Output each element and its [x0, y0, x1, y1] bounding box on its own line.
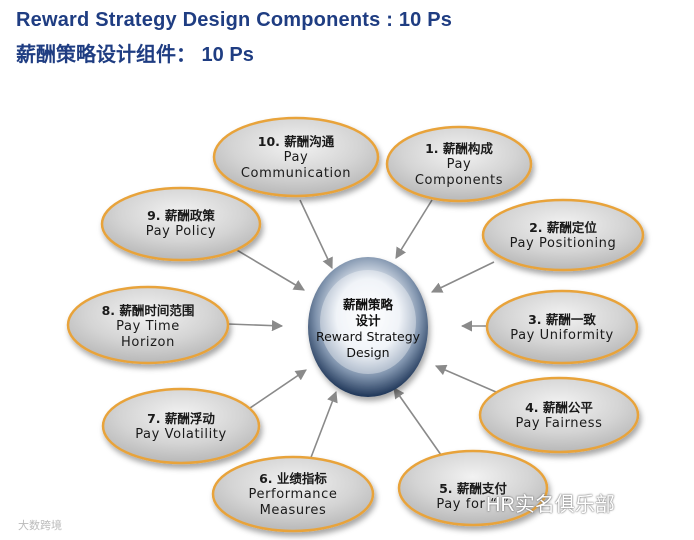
watermark-left: 大数跨境	[18, 520, 62, 532]
arrow-1	[395, 199, 433, 259]
node-10-cn: 10. 薪酬沟通	[257, 134, 335, 149]
center-cn2: 设计	[355, 313, 381, 328]
arrow-10	[299, 199, 333, 270]
node-7-en1: Pay Volatility	[135, 427, 227, 442]
node-5-cn: 5. 薪酬支付	[439, 481, 507, 496]
node-3-shape	[485, 289, 639, 365]
node-9-en1: Pay Policy	[145, 224, 217, 239]
node-3-cn: 3. 薪酬一致	[528, 312, 596, 327]
node-6-en2: Measures	[259, 503, 327, 518]
node-8-cn: 8. 薪酬时间范围	[101, 303, 195, 318]
node-7-label: 7. 薪酬浮动 Pay Volatility	[103, 411, 259, 443]
node-4-cn: 4. 薪酬公平	[525, 400, 593, 415]
node-10-shape	[212, 116, 380, 198]
arrow-2	[430, 261, 495, 293]
center-en2: Design	[346, 345, 390, 360]
arrow-6	[309, 390, 338, 461]
watermark-right: HR实名俱乐部	[486, 494, 615, 516]
node-1-en2: Components	[414, 173, 504, 188]
node-8-shape	[66, 285, 230, 365]
node-1-label: 1. 薪酬构成 Pay Components	[387, 141, 531, 189]
node-2-cn: 2. 薪酬定位	[529, 220, 597, 235]
page-title-en: Reward Strategy Design Components : 10 P…	[16, 9, 453, 31]
arrow-5	[393, 387, 447, 463]
node-7-cn: 7. 薪酬浮动	[147, 411, 215, 426]
node-9-label: 9. 薪酬政策 Pay Policy	[102, 208, 260, 240]
node-1-en1: Pay	[446, 157, 472, 172]
node-1-shape	[385, 125, 533, 203]
arrow-7	[249, 369, 307, 409]
node-4-en1: Pay Fairness	[515, 416, 603, 431]
page-title-cn: 薪酬策略设计组件： 10 Ps	[16, 44, 254, 66]
node-9-cn: 9. 薪酬政策	[147, 208, 215, 223]
node-5-en1: Pay for “ ”	[436, 497, 510, 512]
node-5-shape	[397, 449, 549, 527]
node-5-label: 5. 薪酬支付 Pay for “ ”	[399, 481, 547, 513]
node-8-en2: Horizon	[121, 335, 175, 350]
center-cn1: 薪酬策略	[342, 297, 393, 312]
node-6-shape	[211, 455, 375, 533]
node-2-shape	[481, 198, 645, 272]
center-node-highlight	[320, 270, 416, 374]
node-9-shape	[100, 186, 262, 262]
node-2-label: 2. 薪酬定位 Pay Positioning	[483, 220, 643, 252]
center-node-shape	[308, 257, 428, 397]
node-1-cn: 1. 薪酬构成	[425, 141, 493, 156]
node-4-shape	[478, 376, 640, 454]
node-3-en1: Pay Uniformity	[510, 328, 614, 343]
node-7-shape	[101, 387, 261, 465]
node-10-label: 10. 薪酬沟通 Pay Communication	[214, 134, 378, 182]
node-8-en1: Pay Time	[116, 319, 180, 334]
node-6-cn: 6. 业绩指标	[259, 471, 327, 486]
node-8-label: 8. 薪酬时间范围 Pay Time Horizon	[68, 303, 228, 351]
node-6-label: 6. 业绩指标 Performance Measures	[213, 471, 373, 519]
arrow-9	[229, 245, 305, 291]
node-10-en1: Pay	[283, 150, 309, 165]
node-3-label: 3. 薪酬一致 Pay Uniformity	[487, 312, 637, 344]
arrow-4	[434, 364, 497, 393]
node-10-en2: Communication	[240, 166, 352, 181]
node-2-en1: Pay Positioning	[509, 236, 617, 251]
center-node-label: 薪酬策略 设计 Reward Strategy Design	[300, 297, 436, 361]
node-6-en1: Performance	[248, 487, 338, 502]
center-en1: Reward Strategy	[315, 329, 421, 344]
node-4-label: 4. 薪酬公平 Pay Fairness	[480, 400, 638, 432]
arrow-8	[227, 320, 284, 332]
